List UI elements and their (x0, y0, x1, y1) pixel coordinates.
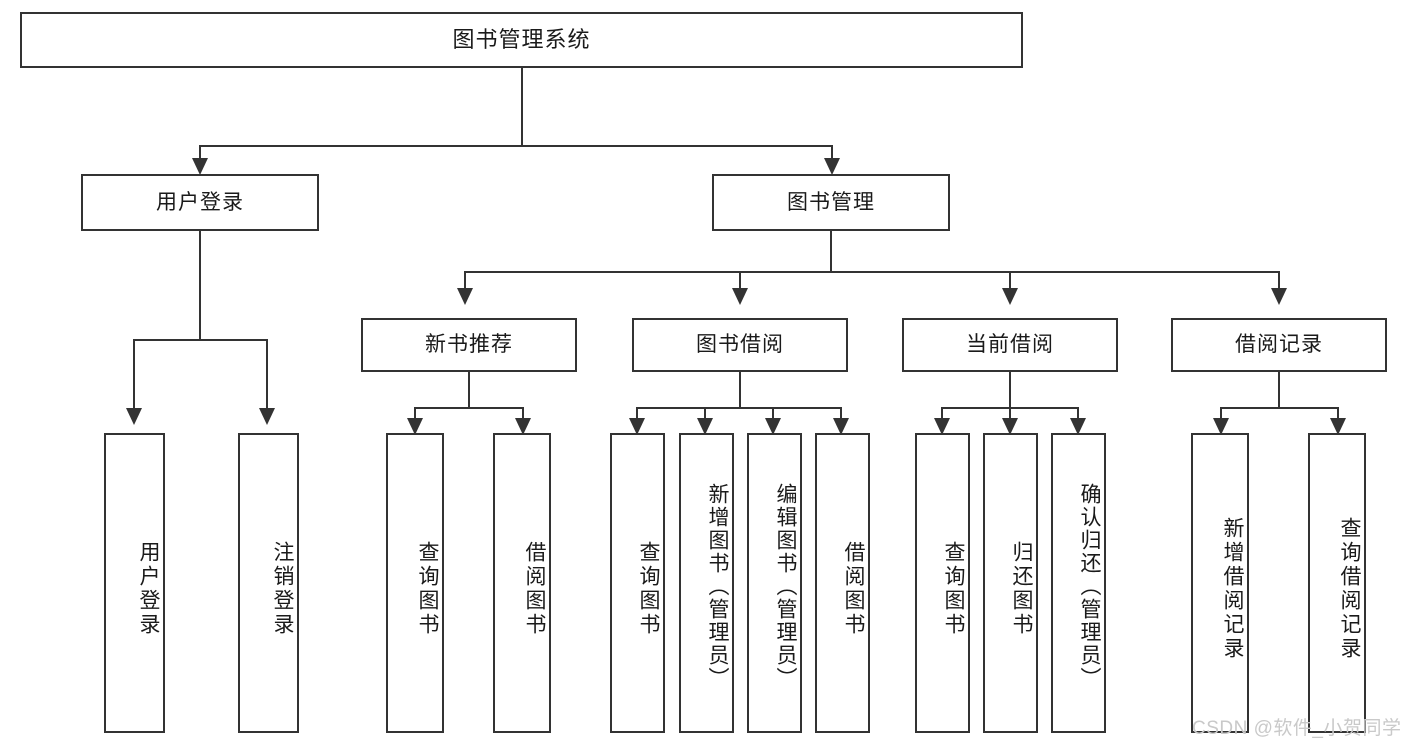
edge-root-to-user-login (199, 145, 201, 170)
leaf-book-borrow-add[interactable]: 新增图书（管理员） (679, 433, 734, 733)
arrow-br-leaf-0-icon (1213, 418, 1229, 435)
edge-bm-to-borrow-record (1278, 271, 1280, 299)
arrow-cb-leaf-1-icon (1002, 418, 1018, 435)
edge-user-login-to-leaf-1 (266, 339, 268, 421)
edge-bm-to-book-borrow (739, 271, 741, 299)
arrow-bb-leaf-0-icon (629, 418, 645, 435)
node-user-login[interactable]: 用户登录 (81, 174, 319, 231)
edge-bm-to-current-borrow (1009, 271, 1011, 299)
edge-bb-bus (636, 407, 841, 409)
arrow-bm-book-borrow-icon (732, 288, 748, 305)
arrow-root-to-book-management-icon (824, 158, 840, 175)
edge-root-trunk (521, 68, 523, 145)
edge-bm-to-new-book (464, 271, 466, 299)
watermark-text: CSDN @软件_小贺同学 (1192, 718, 1402, 739)
arrow-nbr-leaf-1-icon (515, 418, 531, 435)
leaf-new-book-query[interactable]: 查询图书 (386, 433, 444, 733)
leaf-new-book-borrow[interactable]: 借阅图书 (493, 433, 551, 733)
arrow-cb-leaf-0-icon (934, 418, 950, 435)
arrow-bb-leaf-2-icon (765, 418, 781, 435)
edge-root-bus (199, 145, 833, 147)
node-new-book-recommend[interactable]: 新书推荐 (361, 318, 577, 372)
edge-book-management-trunk (830, 231, 832, 273)
edge-user-login-bus (133, 339, 267, 341)
node-book-borrow[interactable]: 图书借阅 (632, 318, 848, 372)
edge-root-to-book-management (831, 145, 833, 170)
leaf-current-borrow-return[interactable]: 归还图书 (983, 433, 1038, 733)
node-book-management[interactable]: 图书管理 (712, 174, 950, 231)
edge-book-management-bus (464, 271, 1279, 273)
leaf-borrow-record-query[interactable]: 查询借阅记录 (1308, 433, 1366, 733)
leaf-borrow-record-add[interactable]: 新增借阅记录 (1191, 433, 1249, 733)
arrow-nbr-leaf-0-icon (407, 418, 423, 435)
node-root-book-management-system[interactable]: 图书管理系统 (20, 12, 1023, 68)
edge-user-login-trunk (199, 231, 201, 340)
edge-br-bus (1220, 407, 1338, 409)
arrow-bb-leaf-1-icon (697, 418, 713, 435)
leaf-current-borrow-query[interactable]: 查询图书 (915, 433, 970, 733)
arrow-user-login-leaf-0-icon (126, 408, 142, 425)
arrow-user-login-leaf-1-icon (259, 408, 275, 425)
arrow-bm-borrow-record-icon (1271, 288, 1287, 305)
node-borrow-record[interactable]: 借阅记录 (1171, 318, 1387, 372)
arrow-bb-leaf-3-icon (833, 418, 849, 435)
leaf-user-login-login[interactable]: 用户登录 (104, 433, 165, 733)
arrow-br-leaf-1-icon (1330, 418, 1346, 435)
edge-nbr-trunk (468, 372, 470, 408)
leaf-book-borrow-query[interactable]: 查询图书 (610, 433, 665, 733)
arrow-bm-new-book-icon (457, 288, 473, 305)
arrow-root-to-user-login-icon (192, 158, 208, 175)
leaf-current-borrow-confirm-return[interactable]: 确认归还（管理员） (1051, 433, 1106, 733)
leaf-book-borrow-edit[interactable]: 编辑图书（管理员） (747, 433, 802, 733)
edge-br-trunk (1278, 372, 1280, 408)
leaf-user-login-logout[interactable]: 注销登录 (238, 433, 299, 733)
edge-nbr-bus (414, 407, 524, 409)
arrow-bm-current-borrow-icon (1002, 288, 1018, 305)
edge-bb-trunk (739, 372, 741, 408)
node-current-borrow[interactable]: 当前借阅 (902, 318, 1118, 372)
leaf-book-borrow-borrow[interactable]: 借阅图书 (815, 433, 870, 733)
arrow-cb-leaf-2-icon (1070, 418, 1086, 435)
edge-user-login-to-leaf-0 (133, 339, 135, 421)
edge-cb-trunk (1009, 372, 1011, 408)
